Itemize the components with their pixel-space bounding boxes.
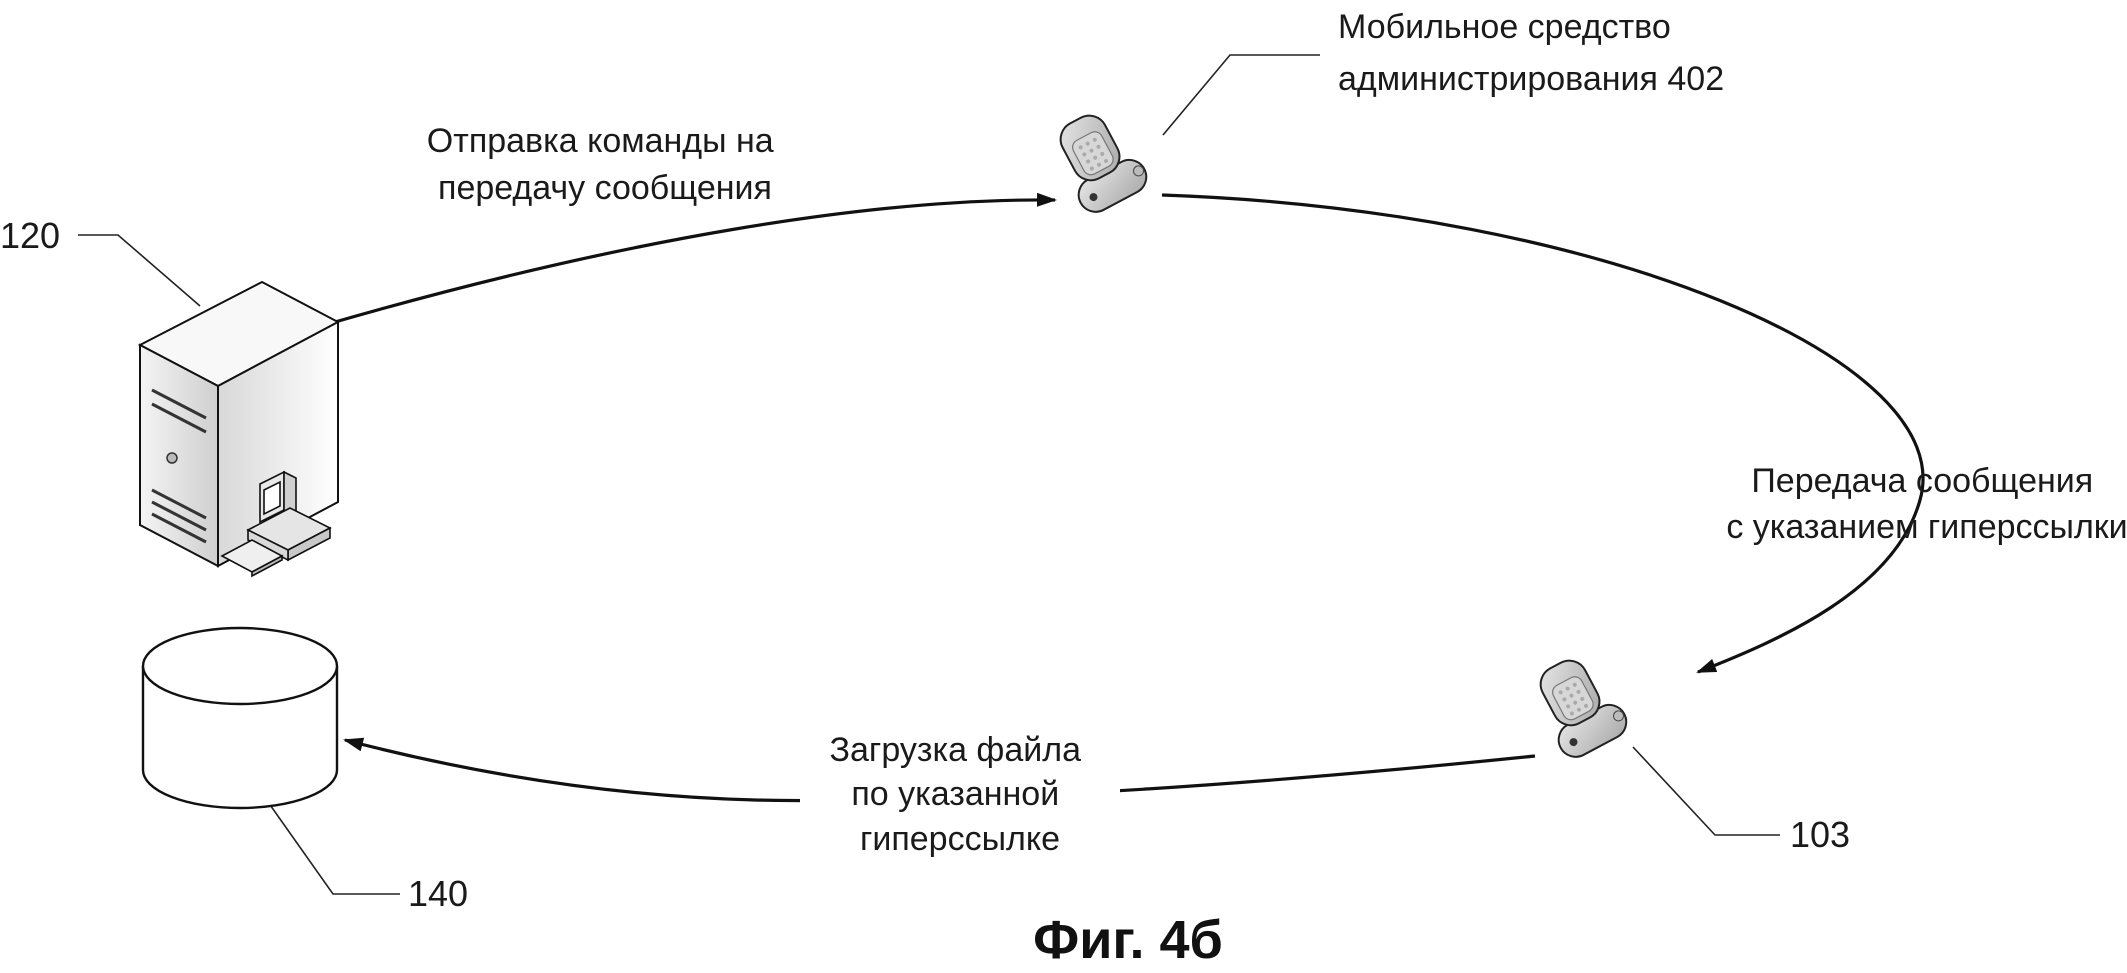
ref-database: 140 [408,873,468,914]
label-transfer-message-line-2: с указанием гиперссылки [1726,508,2127,546]
label-download-file: Загрузка файла по указанной гиперссылке [829,731,1090,858]
ref-server: 120 [0,215,60,256]
label-download-file-line-3: гиперссылке [860,820,1060,858]
figure-caption: Фиг. 4б [1033,910,1223,970]
database-icon [141,626,339,810]
leader-line-database [267,801,400,895]
server-icon [137,280,341,578]
label-send-command-line-1: Отправка команды на [427,122,774,160]
leader-lines [78,54,1780,895]
label-send-command-line-2: передачу сообщения [438,169,772,207]
leader-line-user-device [1632,746,1780,836]
label-transfer-message-line-1: Передача сообщения [1751,462,2093,500]
arrow-server-to-mobile-admin [334,192,1057,324]
workstation-icon [220,470,332,578]
leader-line-mobile-admin [1162,54,1320,136]
leader-line-server [78,234,201,307]
label-mobile-admin-line-1: Мобильное средство [1338,8,1671,46]
label-download-file-line-1: Загрузка файла [829,731,1081,769]
label-mobile-admin: Мобильное средство администрирования 402 [1338,8,1724,98]
connection-arrows [334,192,1925,803]
label-download-file-line-2: по указанной [851,775,1059,813]
arrow-mobile-admin-to-user-device [1161,193,1925,674]
label-send-command: Отправка команды на передачу сообщения [427,122,783,207]
label-transfer-message: Передача сообщения с указанием гиперссыл… [1726,462,2127,546]
label-download-file-backdrop [800,730,1120,860]
label-mobile-admin-line-2: администрирования 402 [1338,60,1724,98]
user-device-phone-icon [1539,659,1628,758]
mobile-admin-phone-icon [1059,114,1148,213]
ref-user-device: 103 [1790,814,1850,855]
